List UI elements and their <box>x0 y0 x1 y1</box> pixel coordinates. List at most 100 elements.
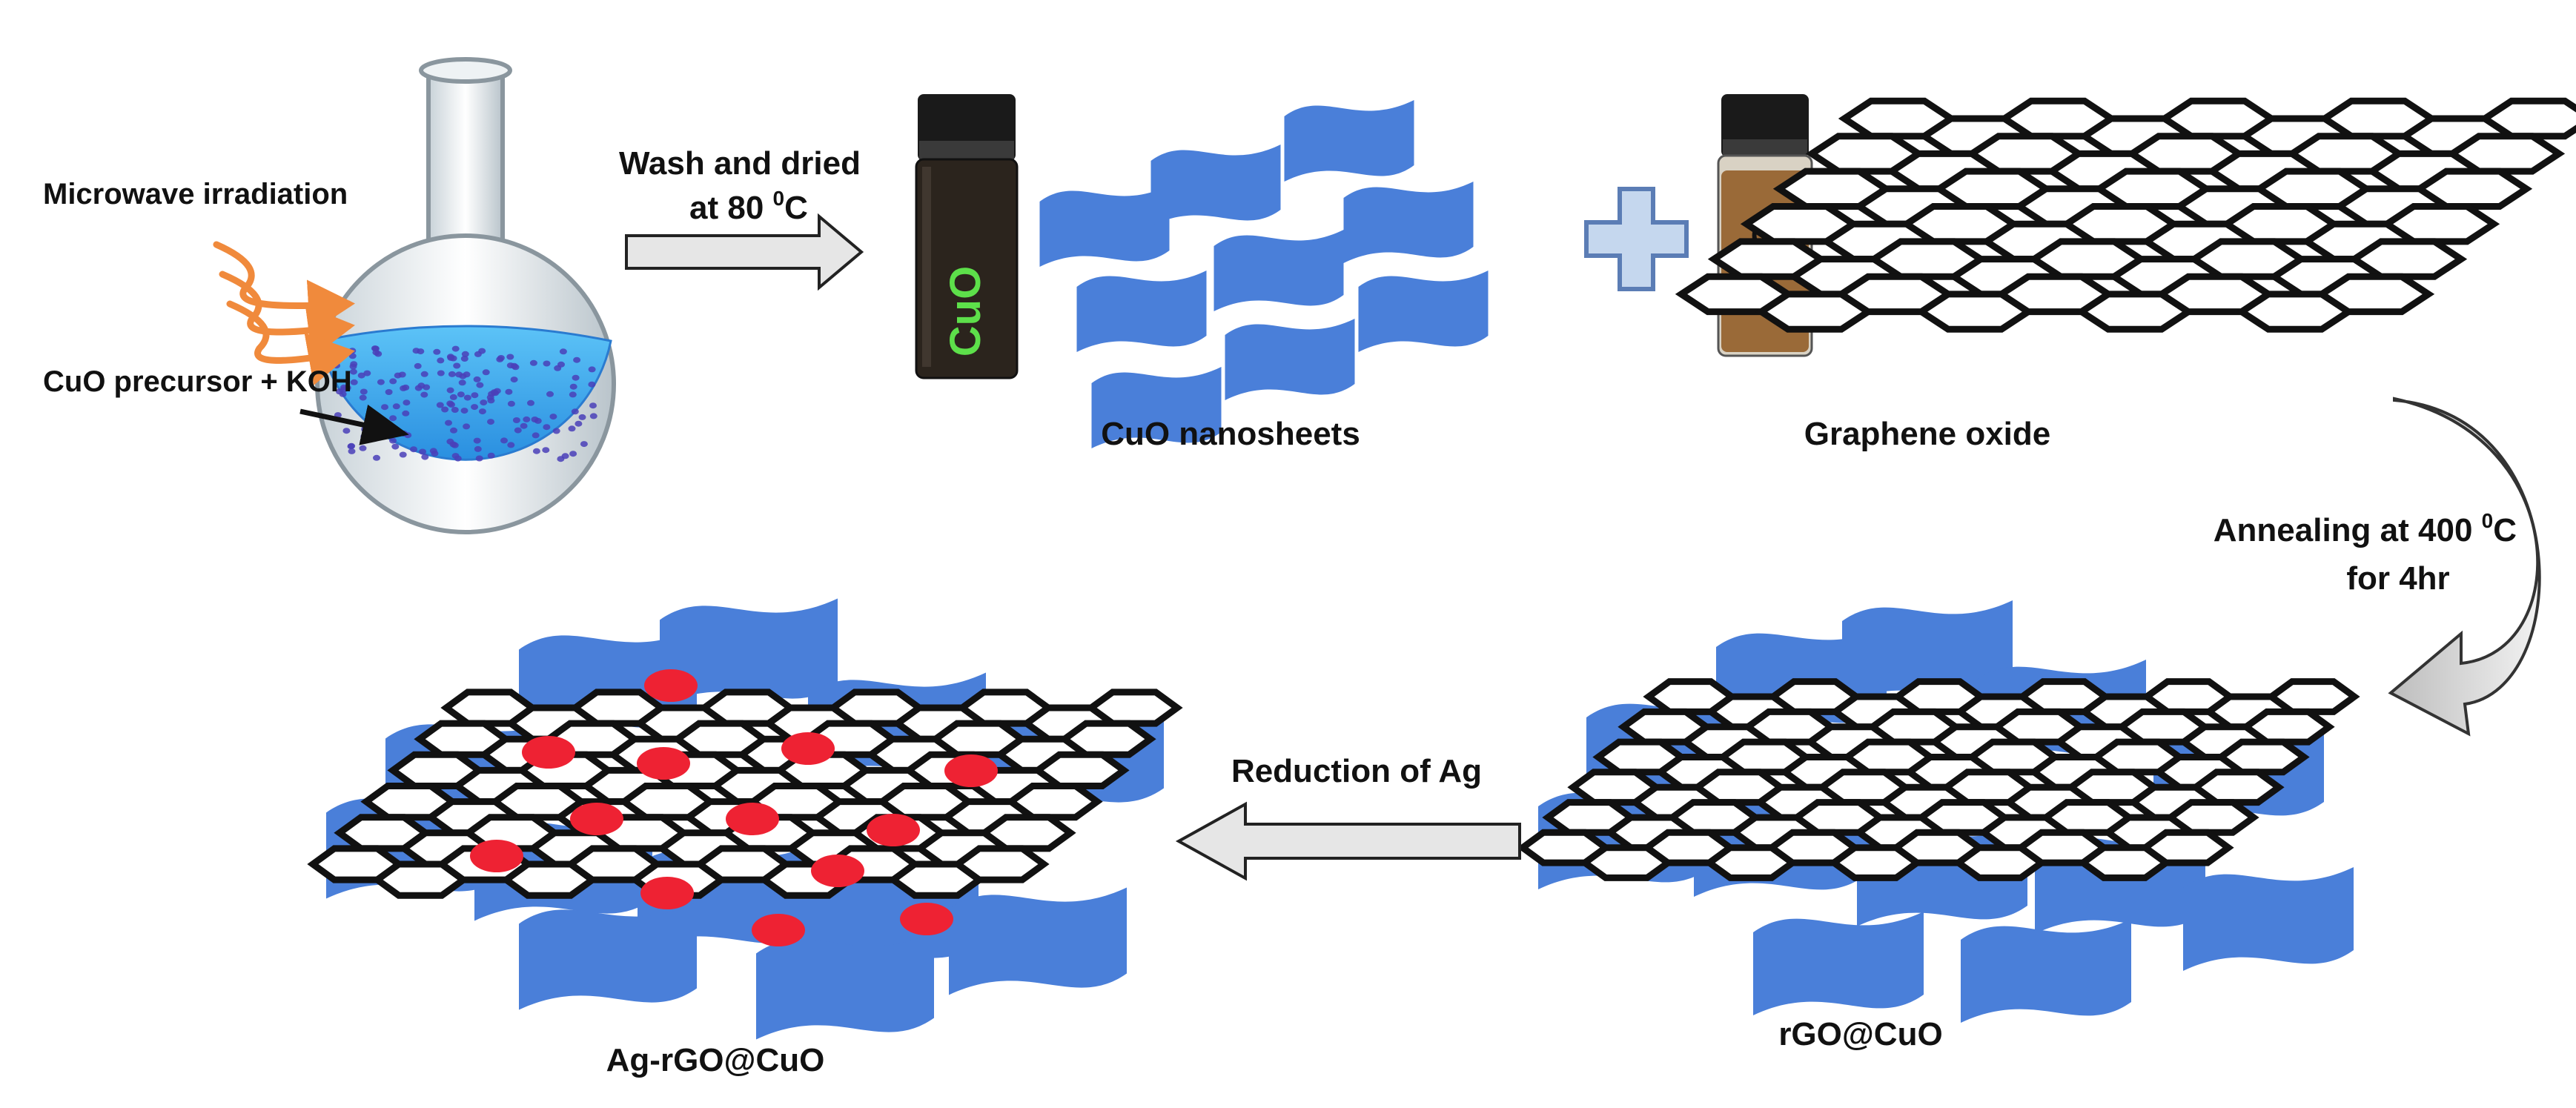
particle <box>511 364 520 371</box>
particle <box>446 387 454 394</box>
particle <box>385 389 393 395</box>
particle <box>505 388 513 395</box>
particle <box>487 397 495 404</box>
cuo-nanosheet <box>1213 230 1344 311</box>
particle <box>507 400 515 407</box>
cuo-nanosheets-illustration <box>1039 100 1489 448</box>
ag-rgo-cuo-label: Ag-rGO@CuO <box>606 1042 825 1078</box>
particle <box>589 402 597 409</box>
particle <box>449 394 457 400</box>
particle <box>569 451 577 457</box>
particle <box>569 383 577 390</box>
ag-nanoparticle <box>470 840 523 872</box>
particle <box>368 431 376 437</box>
particle <box>377 418 384 425</box>
cuo-nanosheet <box>949 887 1127 995</box>
ag-nanoparticle <box>640 877 694 909</box>
rgo-hexagon <box>2139 829 2234 866</box>
particle <box>450 427 457 434</box>
reduction-arrow <box>1175 801 1521 881</box>
rgo-hexagon <box>2215 738 2310 776</box>
rgo-hexagon <box>2165 799 2259 836</box>
particle <box>447 354 455 361</box>
particle <box>454 455 462 462</box>
particle <box>500 437 508 444</box>
particle <box>360 434 368 439</box>
particle <box>403 399 411 406</box>
ag-rgo-hexagon <box>1032 751 1130 789</box>
particle <box>437 357 445 364</box>
particle <box>441 406 449 413</box>
cuo-nanosheet <box>1842 600 2013 704</box>
particle <box>420 391 428 398</box>
precursor-arrow <box>299 404 409 445</box>
particle <box>451 407 459 413</box>
particle <box>417 382 426 389</box>
particle <box>478 408 486 415</box>
particle <box>381 404 388 411</box>
cuo-vial <box>915 94 1019 379</box>
particle <box>457 391 465 398</box>
cuo-nanosheet <box>2183 867 2354 971</box>
cuo-nanosheet <box>1284 100 1414 182</box>
particle <box>391 443 400 450</box>
go-hexagon <box>2413 167 2533 210</box>
particle <box>480 399 488 406</box>
cuo-nanosheets-label: CuO nanosheets <box>1101 416 1360 452</box>
particle <box>445 419 452 426</box>
rgo-hexagon <box>2190 769 2285 806</box>
particle <box>496 356 504 362</box>
particle <box>588 366 596 373</box>
particle <box>471 392 479 399</box>
annealing-label-line1: Annealing at 400 0C <box>2214 509 2517 548</box>
annealing-label-line2: for 4hr <box>2346 560 2449 597</box>
precursor-label: CuO precursor + KOH <box>43 365 352 398</box>
particle <box>342 428 351 434</box>
go-hexagon <box>2446 133 2566 175</box>
particle <box>463 394 471 401</box>
ag-nanoparticle <box>781 732 835 765</box>
cuo-nanosheet <box>1039 185 1170 267</box>
particle <box>359 445 367 451</box>
particle <box>371 345 380 352</box>
cuo-nanosheet <box>1225 319 1355 400</box>
particle <box>473 437 481 444</box>
particle <box>589 413 597 419</box>
particle <box>451 345 460 352</box>
particle <box>429 448 437 454</box>
ag-nanoparticle <box>726 803 779 835</box>
cuo-nanosheet <box>1358 271 1489 352</box>
ag-nanoparticle <box>522 736 575 769</box>
cuo-nanosheet <box>756 932 934 1040</box>
precipitate-particles <box>333 345 597 462</box>
particle <box>552 428 560 434</box>
ag-nanoparticle <box>637 747 690 780</box>
ag-rgo-cuo-composite <box>307 598 1183 1040</box>
reduction-label: Reduction of Ag <box>1231 753 1482 789</box>
particle <box>348 448 356 454</box>
annealing-curved-arrow <box>2388 397 2541 737</box>
ag-nanoparticle <box>644 669 698 702</box>
particle <box>363 370 371 376</box>
particle <box>532 448 540 454</box>
cuo-nanosheet <box>519 902 697 1010</box>
particle <box>542 447 550 454</box>
particle <box>392 403 400 410</box>
graphene-oxide-label: Graphene oxide <box>1804 416 2051 452</box>
particle <box>506 354 514 360</box>
ag-nanoparticle <box>570 803 623 835</box>
ag-nanoparticle <box>900 903 953 935</box>
rgo-hexagon <box>2240 708 2335 746</box>
cuo-nanosheet <box>660 598 838 706</box>
particle <box>460 408 468 414</box>
wash-dry-arrow <box>625 213 864 291</box>
particle <box>546 391 554 397</box>
rgo-cuo-label: rGO@CuO <box>1778 1016 1942 1052</box>
particle <box>474 351 482 357</box>
wash-label-line2: at 80 0C <box>689 187 808 226</box>
particle <box>559 348 567 355</box>
particle <box>549 414 557 420</box>
particle <box>571 408 579 415</box>
particle <box>402 410 410 417</box>
ag-nanoparticle <box>752 914 805 946</box>
